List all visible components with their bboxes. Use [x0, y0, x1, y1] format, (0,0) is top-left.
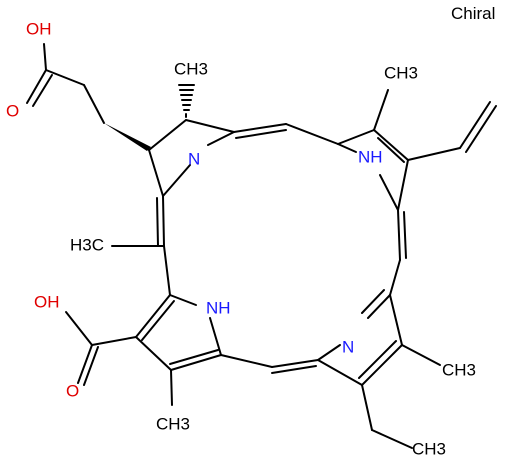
nitrogen-label-bottom: N [342, 337, 354, 356]
hydroxyl-label-top: OH [26, 19, 52, 38]
methyl-label-ring-a: CH3 [174, 59, 208, 78]
oxygen-label-top: O [6, 101, 19, 120]
methyl-label-ring-d: CH3 [156, 414, 190, 433]
atom-labels: OH O CH3 CH3 N NH H3C OH NH N O CH3 CH3 … [6, 19, 476, 458]
hydroxyl-label-bottom: OH [34, 292, 60, 311]
nitrogen-label-left: N [188, 149, 200, 168]
nh-label-right: NH [358, 147, 383, 166]
methyl-label-meso: H3C [70, 235, 104, 254]
chiral-label: Chiral [451, 4, 496, 23]
oxygen-label-bottom: O [66, 381, 79, 400]
methyl-label-ethyl: CH3 [412, 439, 446, 458]
nh-label-bottom: NH [206, 298, 231, 317]
methyl-label-ring-c: CH3 [442, 360, 476, 379]
hashed-wedge [178, 84, 195, 118]
bonds [26, 43, 497, 449]
methyl-label-ring-b: CH3 [384, 63, 418, 82]
